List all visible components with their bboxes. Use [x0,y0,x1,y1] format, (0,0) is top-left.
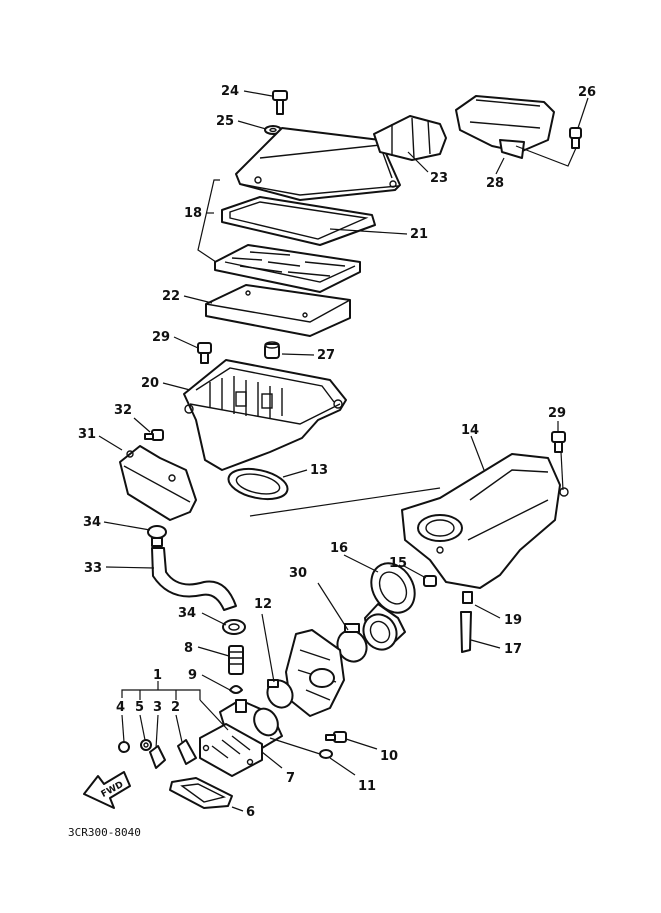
part-carburetor [285,629,345,717]
part-drain-box-31 [119,445,197,521]
callout-1: 1 [153,668,162,683]
callout-16: 16 [330,541,348,556]
part-screw-32 [144,429,164,441]
diagram-code: 3CR300-8040 [68,826,141,839]
callout-13: 13 [310,463,328,478]
part-screw-4 [118,741,130,753]
callout-29-right: 29 [548,406,566,421]
callout-18: 18 [184,206,202,221]
part-connector-23 [373,115,447,161]
callout-15: 15 [389,556,407,571]
callout-9: 9 [188,668,197,683]
part-clamp-34-lower [222,619,246,635]
callout-34-lower: 34 [178,606,196,621]
part-nut-15 [423,575,437,587]
callout-30: 30 [289,566,307,581]
part-manifold-7 [219,699,283,749]
callout-23: 23 [430,171,448,186]
part-gasket-21 [221,196,376,246]
part-air-duct-14 [401,453,569,589]
part-grommet-27 [264,341,280,359]
part-air-cleaner-case-20 [183,359,347,471]
callout-22: 22 [162,289,180,304]
part-hose-joint-8 [228,645,244,675]
callout-17: 17 [504,642,522,657]
part-clip-9 [229,685,243,694]
callout-7: 7 [286,771,295,786]
part-screw-29-right [551,431,566,453]
part-element-frame [214,244,361,293]
callout-25: 25 [216,114,234,129]
part-bolt-24 [272,90,288,115]
part-clip-19 [462,591,473,604]
callout-4: 4 [116,700,125,715]
callout-24: 24 [221,84,239,99]
part-joint-13 [227,467,289,501]
part-filter-element-22 [205,284,351,337]
part-clamp-34-upper [147,525,167,547]
callout-32: 32 [114,403,132,418]
part-reed-valve-assembly [199,723,263,777]
part-reed-2 [177,739,197,765]
callout-29-left: 29 [152,330,170,345]
part-washer-5 [140,739,152,751]
callout-numbers: 24 25 18 21 22 27 29 20 32 31 13 14 29 3… [78,84,596,820]
callout-20: 20 [141,376,159,391]
part-screw-29-left [197,342,212,364]
part-hose-17 [460,611,472,653]
leader-lines [98,90,589,812]
callout-6: 6 [246,805,255,820]
part-intake-duct-28 [455,95,555,159]
part-stopper-3 [149,745,166,769]
callout-27: 27 [317,348,335,363]
part-gasket-6 [169,777,233,809]
callout-28: 28 [486,176,504,191]
part-clamp-12 [266,679,294,709]
callout-31: 31 [78,427,96,442]
callout-12: 12 [254,597,272,612]
part-screw-26 [569,127,582,149]
callout-3: 3 [153,700,162,715]
part-drain-hose-33 [151,547,237,611]
callout-8: 8 [184,641,193,656]
callout-2: 2 [171,700,180,715]
callout-19: 19 [504,613,522,628]
callout-33: 33 [84,561,102,576]
part-air-cleaner-cover [235,127,401,201]
callout-34-upper: 34 [83,515,101,530]
fwd-arrow: FWD [83,771,131,809]
callout-14: 14 [461,423,479,438]
callout-21: 21 [410,227,428,242]
callout-11: 11 [358,779,376,794]
callout-26: 26 [578,85,596,100]
callout-10: 10 [380,749,398,764]
part-carburetor-joint-16 [362,562,416,651]
part-screw-10 [325,731,347,743]
part-washer-11 [319,749,333,759]
callout-5: 5 [135,700,144,715]
